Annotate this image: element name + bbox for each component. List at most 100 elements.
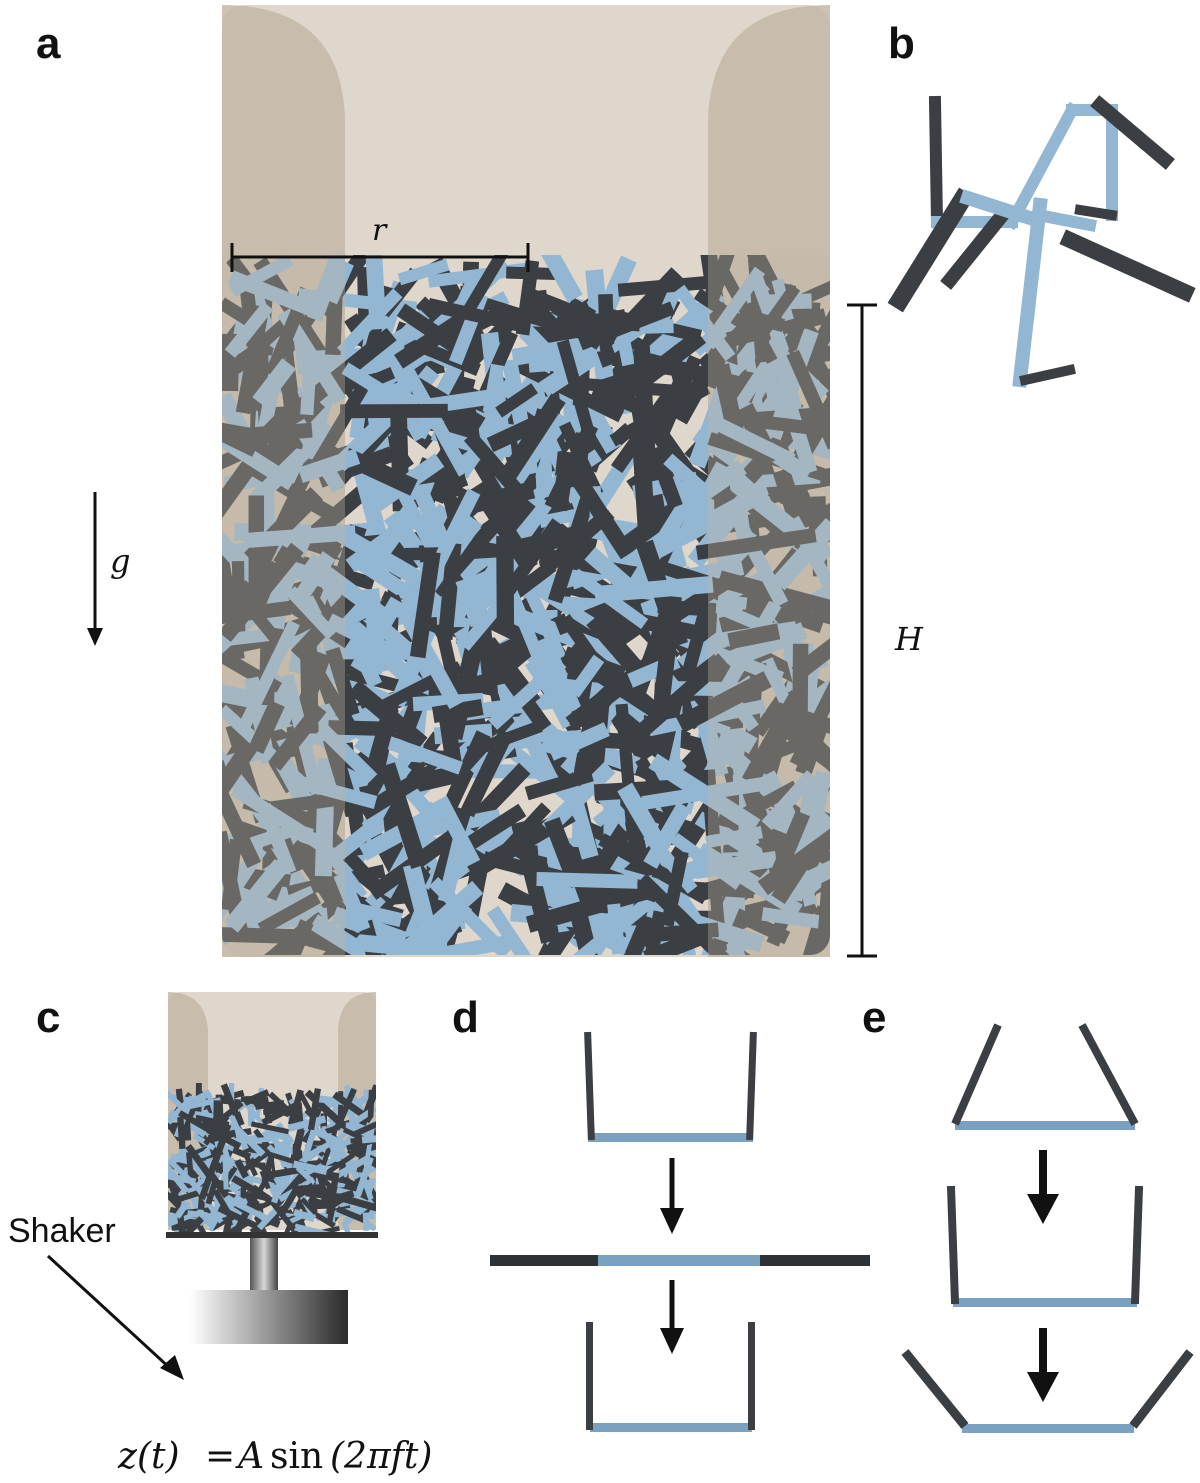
rod — [749, 272, 790, 355]
rod — [236, 619, 300, 734]
rod — [771, 517, 830, 591]
rod — [178, 1189, 203, 1202]
rod-packing-c — [168, 1083, 376, 1233]
rod — [186, 1152, 194, 1174]
panel-d-letter: d — [452, 993, 479, 1042]
rod — [328, 720, 394, 737]
rod — [632, 441, 656, 533]
rod — [206, 1093, 218, 1114]
rod — [524, 767, 594, 801]
rod — [647, 445, 683, 510]
rod — [474, 399, 499, 464]
rod — [663, 453, 710, 498]
rod — [712, 416, 796, 467]
rod — [174, 1199, 191, 1219]
particle-d-flat — [490, 1255, 870, 1266]
rod — [463, 431, 524, 497]
rod — [249, 1157, 276, 1179]
rod — [488, 657, 567, 730]
rod — [496, 535, 515, 632]
particle-e-open — [901, 1349, 1194, 1433]
rod — [194, 1111, 214, 1121]
rod — [556, 339, 597, 443]
rod — [264, 792, 339, 816]
rod — [538, 313, 653, 398]
rod — [571, 475, 635, 560]
rod — [786, 349, 830, 450]
rod — [168, 1191, 184, 1212]
rod — [196, 1207, 215, 1229]
radius-indicator: r — [230, 213, 530, 272]
rod — [303, 1118, 320, 1156]
rod — [325, 646, 360, 717]
gravity-arrow: g — [87, 492, 130, 646]
rod — [738, 308, 786, 332]
rod — [609, 382, 711, 447]
rod — [482, 363, 505, 414]
rod — [397, 258, 450, 286]
particle-d-open — [586, 1322, 755, 1432]
rod — [691, 459, 747, 506]
rod — [307, 1088, 322, 1131]
rod — [409, 551, 441, 659]
rod — [795, 724, 828, 777]
rod — [562, 895, 655, 955]
rod — [292, 1208, 316, 1223]
rod-packing-a — [222, 255, 830, 955]
rod — [544, 817, 581, 878]
rod — [355, 1156, 374, 1196]
rod — [607, 903, 626, 955]
rod — [677, 607, 713, 690]
rod — [231, 783, 330, 854]
rod — [780, 394, 818, 475]
rod — [486, 905, 538, 955]
equation-sine: sin — [270, 1436, 323, 1477]
rod — [791, 287, 830, 385]
rod — [360, 501, 422, 577]
rod — [261, 1100, 302, 1126]
rod — [324, 1152, 356, 1176]
rod — [500, 578, 558, 694]
panel-b-letter: b — [888, 19, 915, 68]
container-wall-left — [222, 255, 345, 957]
rod — [224, 301, 274, 358]
panel-a-letter: a — [36, 19, 61, 68]
rod — [455, 577, 485, 628]
rod — [205, 1179, 219, 1205]
rod — [772, 467, 809, 533]
rod — [675, 671, 772, 733]
rod — [584, 547, 642, 600]
rod — [506, 266, 562, 281]
rod — [307, 384, 369, 475]
rod — [431, 698, 484, 724]
rod — [234, 1158, 249, 1179]
particle-cluster-b — [887, 95, 1196, 388]
rod — [641, 776, 765, 811]
rod — [242, 422, 313, 443]
panel-e-letter: e — [862, 993, 886, 1042]
rod — [336, 1146, 361, 1180]
shaker-arrow — [46, 1254, 184, 1380]
rod — [224, 859, 289, 933]
rod — [766, 328, 819, 441]
rod — [178, 1110, 210, 1133]
rod — [525, 883, 650, 933]
rod — [459, 728, 514, 818]
rod — [257, 891, 321, 935]
rod — [361, 1135, 376, 1144]
rod — [309, 1196, 334, 1211]
rod — [295, 1165, 313, 1182]
rod — [340, 403, 448, 419]
rod — [308, 1169, 350, 1185]
rod — [590, 704, 610, 787]
rod — [594, 575, 714, 603]
rod — [634, 349, 740, 389]
rod — [791, 626, 830, 681]
rod — [231, 1195, 258, 1233]
rod — [569, 432, 591, 489]
transition-arrow-d2 — [660, 1280, 684, 1354]
rod — [541, 761, 616, 836]
rod — [352, 1121, 376, 1138]
rod — [168, 1172, 197, 1185]
